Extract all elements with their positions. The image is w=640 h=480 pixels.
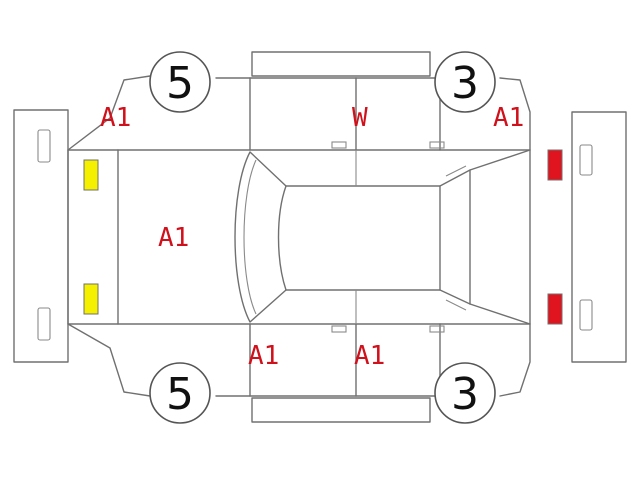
svg-text:5: 5 bbox=[166, 58, 194, 109]
mark-front-left-fender: A1 bbox=[100, 103, 131, 133]
tyre-front-right: 5 bbox=[149, 362, 211, 424]
tyre-rear-left: 3 bbox=[434, 51, 496, 113]
svg-text:3: 3 bbox=[451, 58, 479, 109]
mark-hood: A1 bbox=[158, 223, 189, 253]
front-left-lamp bbox=[83, 159, 99, 191]
front-bumper bbox=[13, 109, 69, 363]
svg-text:3: 3 bbox=[451, 369, 479, 420]
rear-left-lamp bbox=[547, 149, 563, 181]
car-body-top-view bbox=[67, 149, 531, 325]
bottom-rocker-panel bbox=[251, 397, 431, 423]
mark-front-left-door: A1 bbox=[354, 341, 385, 371]
rear-bumper bbox=[571, 111, 627, 363]
mark-front-right-fender: A1 bbox=[493, 103, 524, 133]
mark-roof-top-edge: W bbox=[352, 103, 368, 133]
mark-rear-left-door: A1 bbox=[248, 341, 279, 371]
front-right-lamp bbox=[83, 283, 99, 315]
tyre-rear-right: 3 bbox=[434, 362, 496, 424]
svg-text:5: 5 bbox=[166, 369, 194, 420]
tyre-front-left: 5 bbox=[149, 51, 211, 113]
rear-right-lamp bbox=[547, 293, 563, 325]
top-rocker-panel bbox=[251, 51, 431, 77]
bottom-side-profile bbox=[67, 323, 531, 397]
